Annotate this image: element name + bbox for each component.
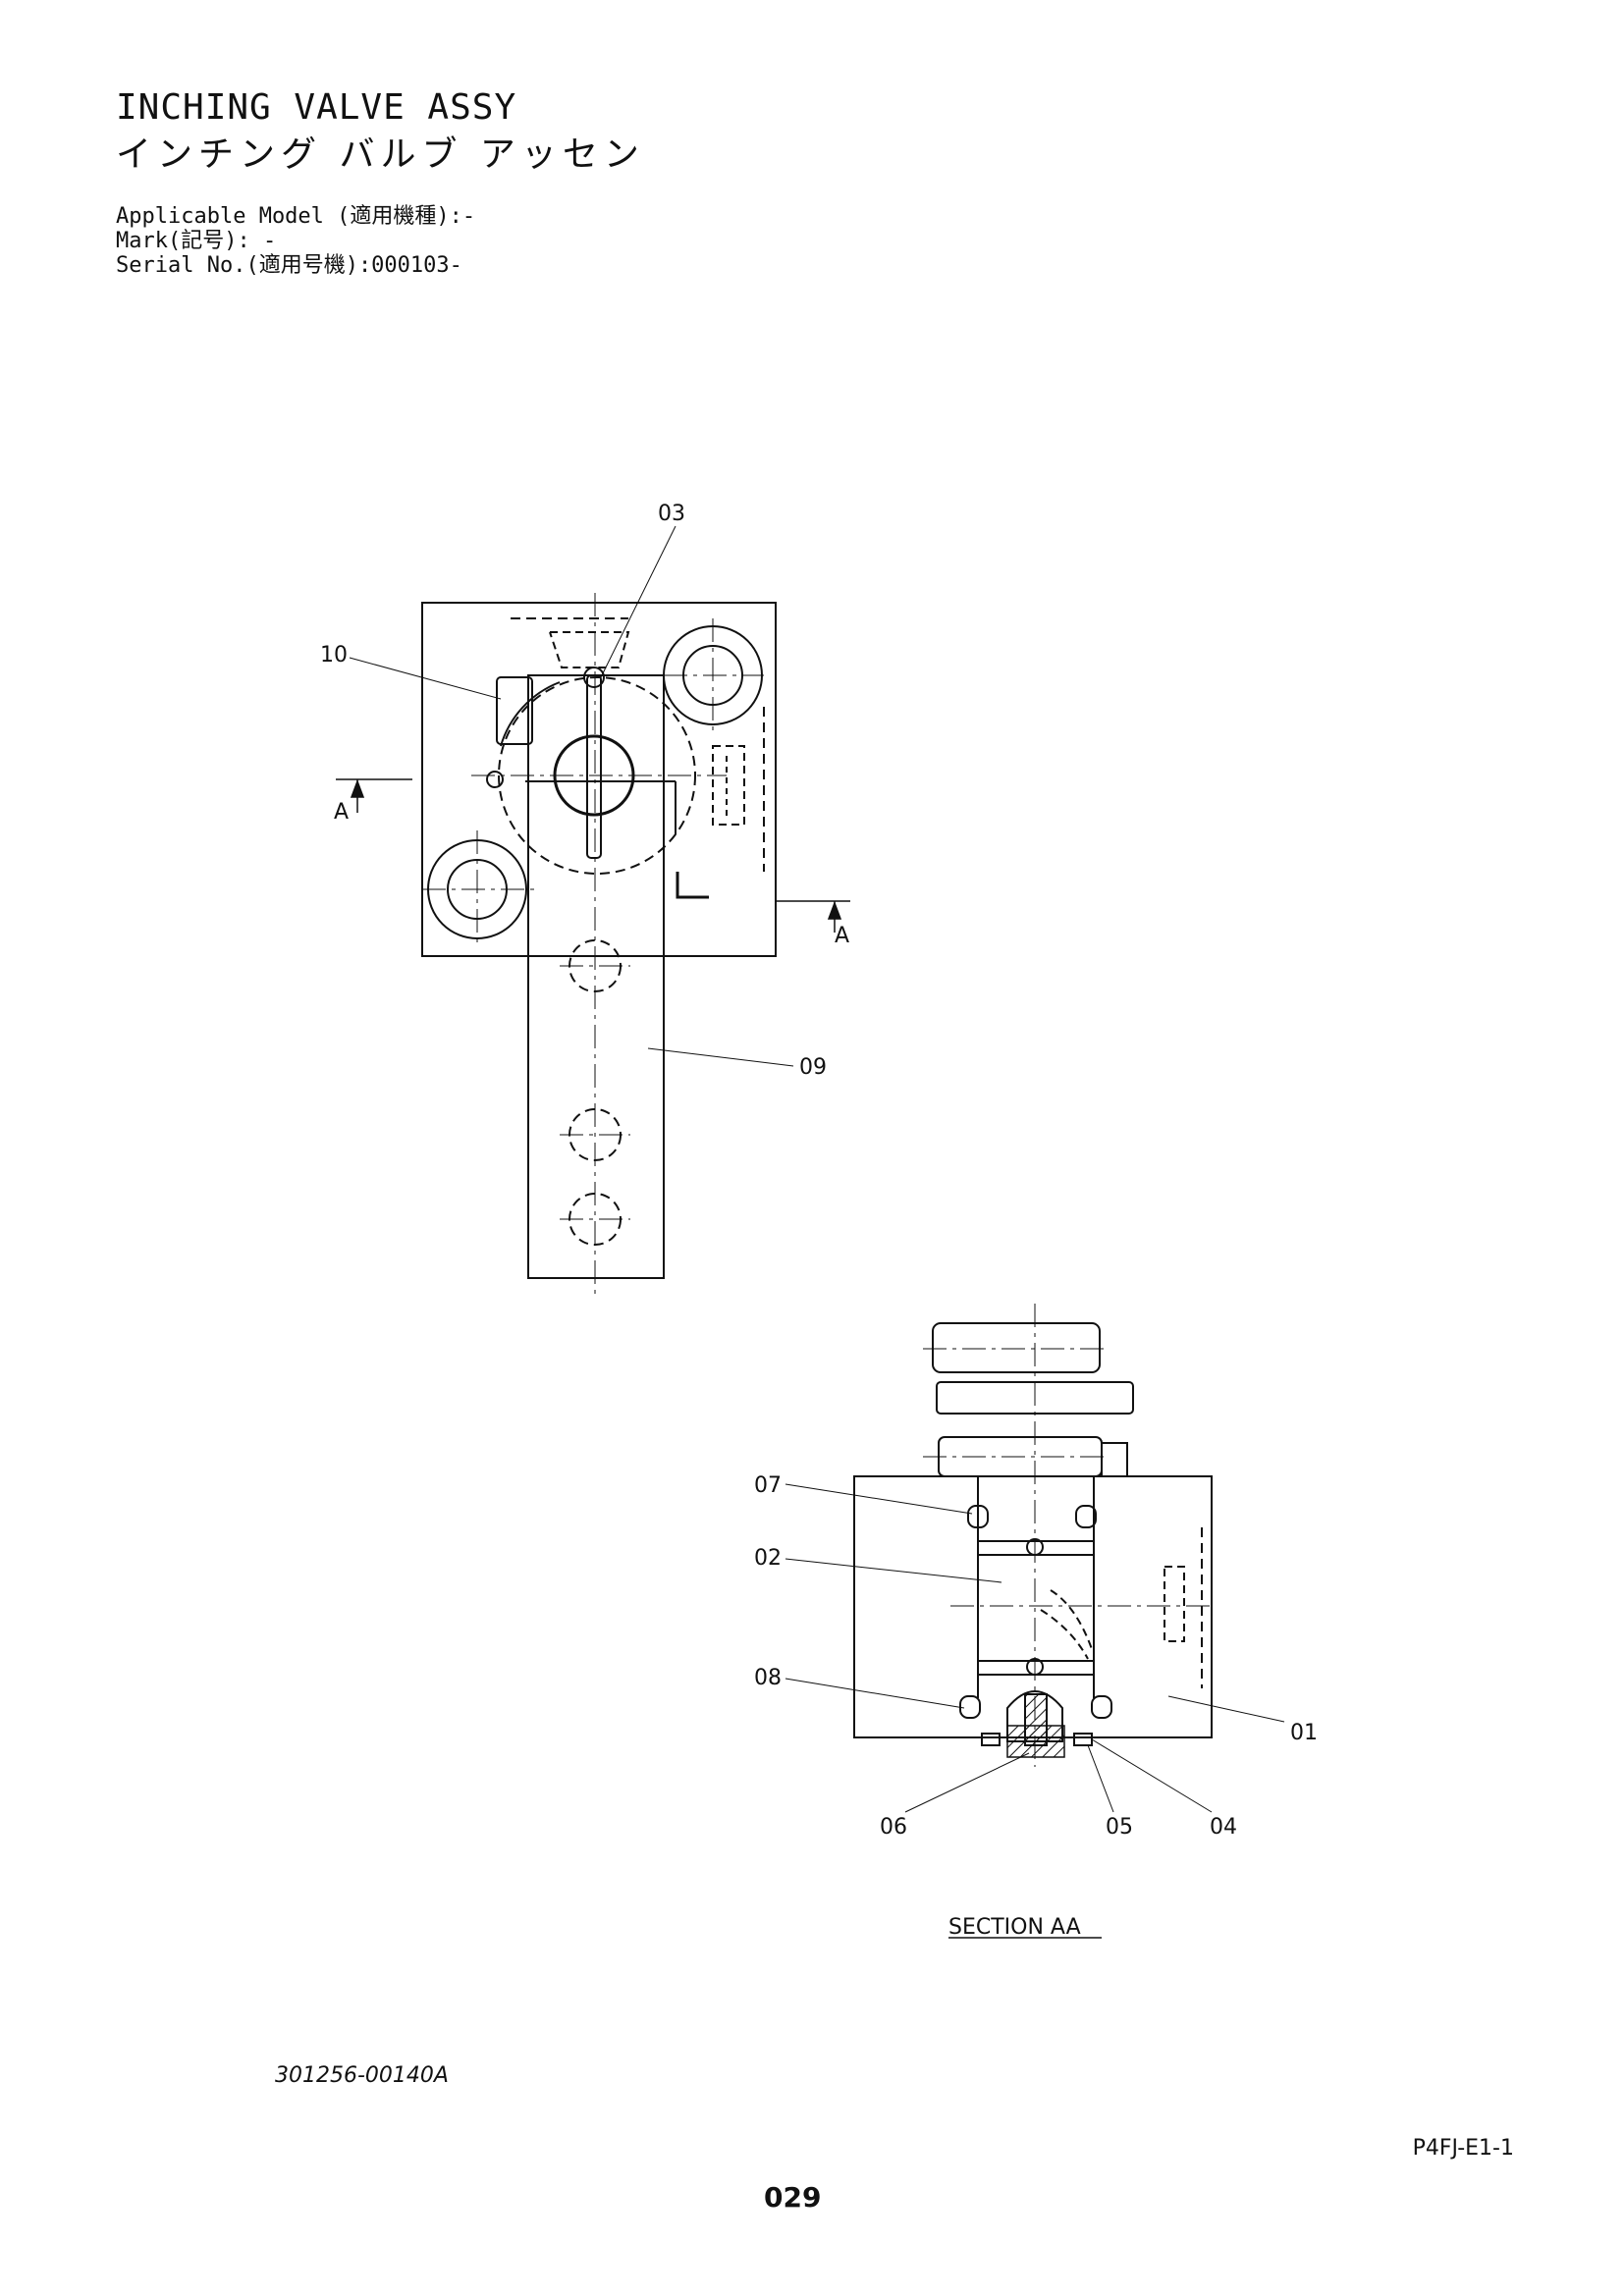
label-01: 01 [1290,1721,1318,1745]
cap-top [932,1322,1101,1373]
leader-06 [904,1752,1030,1813]
plug-06 [1006,1690,1063,1742]
leader-02 [785,1558,1002,1583]
o-ring-08-right [1091,1695,1112,1719]
page-number: 029 [764,2181,822,2214]
o-ring-07-right [1075,1505,1097,1528]
top-view [336,525,850,1298]
title-japanese: インチング バルブ アッセン [116,134,645,175]
spool-bore-circle [498,676,696,875]
applicability-info: Applicable Model (適用機種):- Mark(記号): - Se… [116,204,475,278]
leader-01 [1167,1695,1285,1723]
fitting-10 [496,676,533,745]
pin-bar [586,674,602,859]
pin-head [583,667,605,688]
label-10: 10 [320,643,348,667]
label-03: 03 [658,502,685,526]
label-section-a-right: A [835,924,849,948]
label-06: 06 [880,1815,907,1840]
serial-no: Serial No.(適用号機):000103- [116,253,462,278]
label-05: 05 [1106,1815,1133,1840]
label-08: 08 [754,1666,782,1690]
label-09: 09 [799,1055,827,1080]
valve-body-outline [421,602,777,957]
section-title: SECTION AA [948,1915,1081,1940]
leader-08 [785,1678,965,1709]
applicable-model: Applicable Model (適用機種):- [116,204,476,229]
leader-09 [647,1047,794,1067]
label-04: 04 [1210,1815,1237,1840]
top-view-labels: 03 10 09 A A [320,502,849,1080]
leader-04 [1091,1738,1213,1813]
label-02: 02 [754,1546,782,1571]
washer-05 [981,1733,1001,1746]
leader-07 [785,1483,973,1515]
section-view [785,1304,1285,1939]
label-section-a-left: A [334,800,349,825]
o-ring-07-left [967,1505,989,1528]
sheet-code: P4FJ-E1-1 [1412,2136,1514,2161]
title-english: INCHING VALVE ASSY [116,87,517,128]
leader-05 [1087,1744,1114,1813]
washer-04 [1073,1733,1093,1746]
drawing-number: 301256-00140A [275,2063,449,2088]
label-07: 07 [754,1473,782,1498]
section-view-labels: 07 02 08 01 06 05 04 SECTION AA [754,1473,1318,1940]
o-ring-08-left [959,1695,981,1719]
leader-03 [600,525,677,678]
mark: Mark(記号): - [116,229,277,253]
lever-plate-outline [527,674,665,1279]
leader-10 [349,657,502,700]
